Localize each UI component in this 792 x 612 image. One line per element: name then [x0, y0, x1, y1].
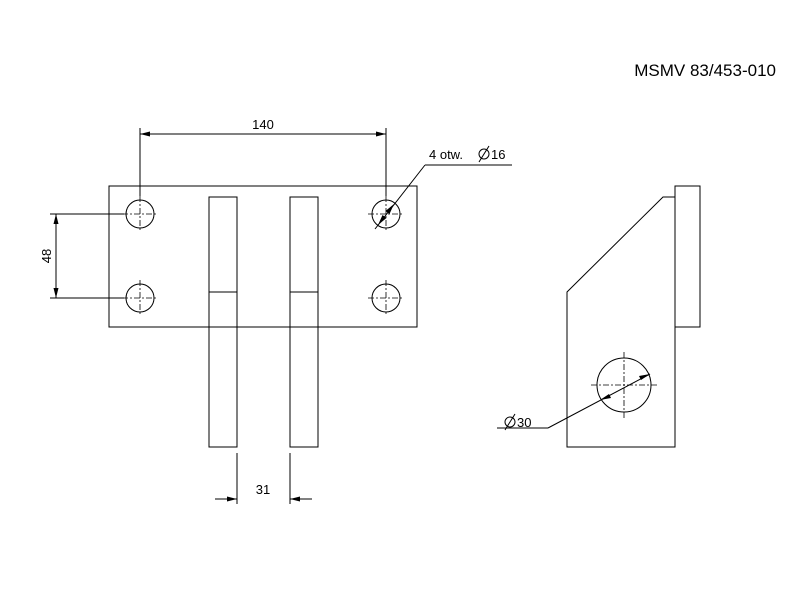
bore-hole	[591, 352, 657, 418]
bar-left	[208, 196, 238, 448]
bar-right	[289, 196, 319, 448]
diameter-symbol-icon	[478, 145, 490, 163]
bore-callout: 30	[497, 373, 651, 431]
dimension-140-text: 140	[252, 117, 274, 132]
dimension-140: 140	[139, 117, 387, 196]
hole-diameter-text: 16	[491, 147, 505, 162]
hole-bottom-left	[122, 280, 158, 316]
hole-top-left	[122, 196, 158, 232]
dimension-48-text: 48	[39, 249, 54, 263]
side-flange	[674, 185, 701, 328]
dimension-31: 31	[215, 453, 312, 504]
drawing-number: MSMV 83/453-010	[634, 61, 776, 80]
bore-diameter-text: 30	[517, 415, 531, 430]
front-view: 140 48 4 otw. 16	[39, 117, 512, 504]
hole-callout-text: 4 otw.	[429, 147, 463, 162]
hole-bottom-right	[368, 280, 404, 316]
diameter-symbol-icon	[504, 413, 516, 431]
hole-top-right	[368, 196, 404, 232]
hole-callout: 4 otw. 16	[374, 145, 512, 230]
base-plate	[108, 185, 418, 328]
dimension-48: 48	[39, 213, 124, 299]
dimension-31-text: 31	[256, 482, 270, 497]
side-view: 30	[497, 185, 701, 448]
